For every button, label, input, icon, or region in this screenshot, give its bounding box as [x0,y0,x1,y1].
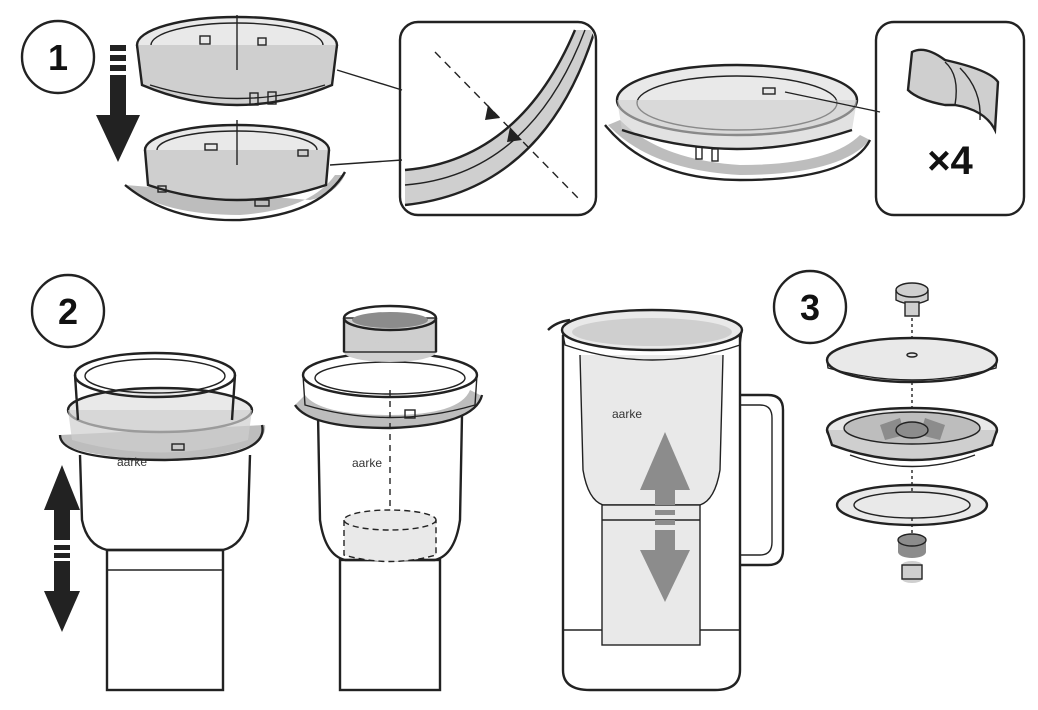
pitcher: aarke [547,308,785,692]
upper-ring [135,15,339,107]
alignment-detail-box [398,20,598,217]
step-2-badge: 2 [30,273,106,349]
step-1-number: 1 [48,37,68,78]
filter-housing-left: aarke [58,351,266,692]
quantity-label: ×4 [927,139,973,183]
step-3-badge: 3 [772,269,848,345]
down-arrow-icon [96,45,140,162]
tab-detail-box: ×4 [874,20,1026,217]
step-1-badge: 1 [20,19,96,95]
step-3-number: 3 [800,287,820,328]
up-down-arrow-icon [44,465,80,632]
filter-housing-middle: aarke [293,304,484,692]
assembled-ring [604,63,881,182]
lower-ring [124,120,347,222]
brand-label-middle: aarke [352,456,382,470]
brand-label-left: aarke [117,455,147,469]
brand-label-pitcher: aarke [612,407,642,421]
exploded-parts [825,282,999,583]
step-2-number: 2 [58,291,78,332]
